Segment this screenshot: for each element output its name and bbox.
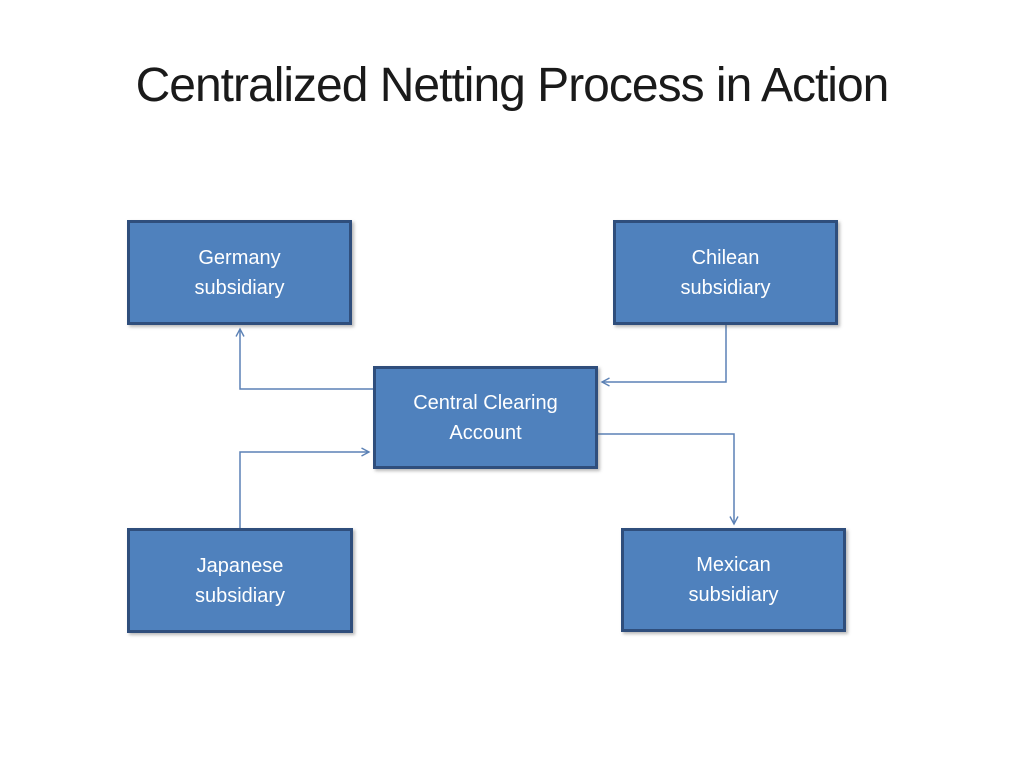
node-japanese-subsidiary: Japanese subsidiary	[127, 528, 353, 633]
connector-central-to-germany	[240, 329, 373, 390]
node-central-label: Central Clearing Account	[413, 391, 558, 444]
connector-chilean-to-central	[602, 324, 727, 382]
node-chilean-subsidiary: Chilean subsidiary	[613, 220, 838, 325]
node-germany-label: Germany subsidiary	[194, 246, 285, 299]
node-germany-subsidiary: Germany subsidiary	[127, 220, 352, 325]
connector-japanese-to-central	[239, 452, 369, 528]
slide-title: Centralized Netting Process in Action	[135, 59, 890, 112]
node-mexican-label: Mexican subsidiary	[688, 554, 779, 606]
node-chilean-label: Chilean subsidiary	[680, 246, 771, 299]
node-japanese-label: Japanese subsidiary	[194, 554, 286, 607]
connector-central-to-mexican	[598, 433, 734, 524]
node-mexican-subsidiary: Mexican subsidiary	[621, 528, 846, 632]
node-central-clearing-account: Central Clearing Account	[373, 366, 598, 469]
